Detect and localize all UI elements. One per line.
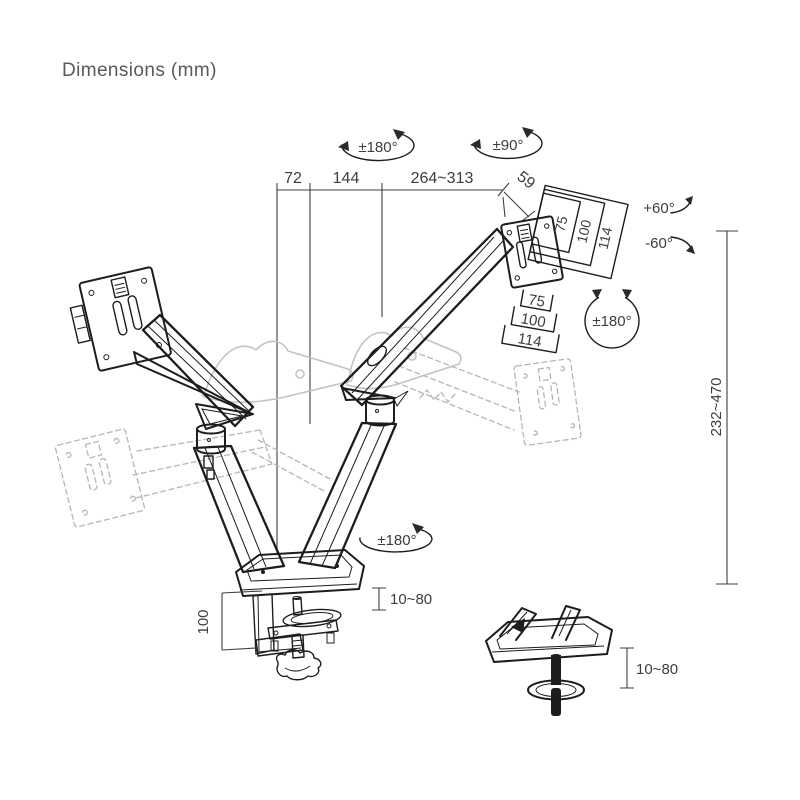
clamp-knob bbox=[275, 649, 322, 681]
page-title: Dimensions (mm) bbox=[62, 60, 217, 81]
right-arm bbox=[297, 227, 515, 570]
desk-clamp bbox=[252, 593, 342, 681]
dim-72-label: 72 bbox=[284, 170, 302, 187]
grommet-range-dimension bbox=[620, 647, 634, 689]
top-dimension-lines bbox=[276, 182, 536, 554]
dim-264-313-label: 264~313 bbox=[411, 170, 474, 187]
ghost-folded-arm-left bbox=[201, 340, 354, 404]
vesa-plate-left bbox=[69, 266, 172, 372]
arm-swivel-rotation-icon bbox=[470, 127, 543, 160]
tilt-up-arrow-icon bbox=[670, 196, 693, 214]
vesa-horizontal-75-label: 75 bbox=[527, 291, 546, 311]
grommet-range-label: 10~80 bbox=[636, 661, 678, 678]
left-arm bbox=[133, 313, 286, 574]
ghost-vesa-plate-right bbox=[513, 358, 582, 446]
clamp-range-dimension bbox=[372, 587, 386, 611]
clamp-depth-label: 100 bbox=[195, 609, 212, 634]
vesa-vertical-100-label: 100 bbox=[573, 218, 594, 245]
vesa-horizontal-114-label: 114 bbox=[516, 330, 543, 351]
dim-144-label: 144 bbox=[333, 170, 360, 187]
ghost-vesa-plate-left bbox=[54, 428, 146, 528]
height-range-label: 232~470 bbox=[708, 378, 725, 437]
clamp-range-label: 10~80 bbox=[390, 591, 432, 608]
rotation-180-top-label: ±180° bbox=[358, 139, 397, 156]
base-swivel-rotation-icon bbox=[338, 129, 415, 162]
base-rotation-label: ±180° bbox=[377, 532, 416, 549]
rotation-90-top-label: ±90° bbox=[493, 137, 524, 154]
height-dimension-line bbox=[716, 230, 738, 585]
vesa-spacing-horizontal: 75 100 114 bbox=[501, 289, 560, 354]
clamp-depth-dimension bbox=[221, 590, 263, 651]
grommet-mount bbox=[485, 605, 613, 716]
base-rotation-icon bbox=[359, 523, 433, 553]
dim-59-label: 59 bbox=[514, 168, 539, 192]
ghost-arm-right-dashed bbox=[394, 347, 520, 431]
vesa-spacing-vertical: 75 100 114 bbox=[527, 184, 629, 280]
head-rotation-icon bbox=[584, 289, 640, 349]
tilt-down-label: -60° bbox=[645, 235, 673, 252]
vesa-horizontal-100-label: 100 bbox=[519, 310, 547, 331]
ghost-arm-left-dashed bbox=[132, 429, 333, 499]
vesa-plate-right bbox=[500, 215, 564, 289]
head-rotation-label: ±180° bbox=[592, 313, 631, 330]
vesa-vertical-114-label: 114 bbox=[595, 225, 616, 251]
base-pedestal bbox=[235, 549, 365, 597]
vesa-vertical-75-label: 75 bbox=[551, 214, 570, 233]
tilt-up-label: +60° bbox=[643, 200, 674, 217]
tilt-down-arrow-icon bbox=[670, 236, 695, 254]
